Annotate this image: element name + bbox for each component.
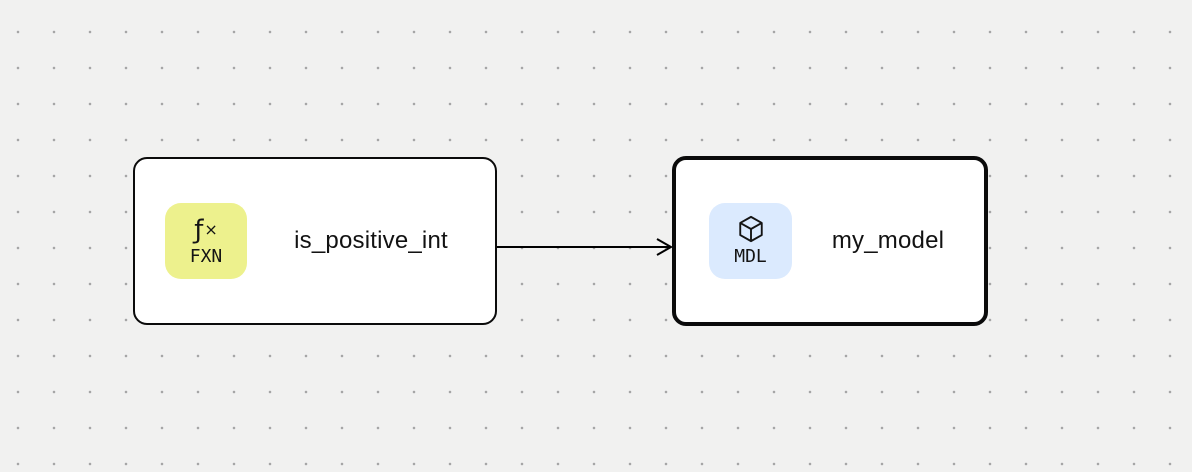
node-label: my_model [831,227,945,254]
function-badge: ƒ× FXN [165,203,247,279]
node-label: is_positive_int [294,227,448,254]
model-badge: MDL [709,203,792,279]
cube-icon [738,215,763,243]
function-fx-icon: ƒ× [194,215,218,245]
fx-glyph-x: × [204,219,218,239]
node-my-model[interactable]: MDL my_model [672,156,988,326]
badge-tag-label: FXN [189,245,223,267]
node-is-positive-int[interactable]: ƒ× FXN is_positive_int [133,157,497,325]
edge-is-positive-int-to-my-model[interactable] [497,238,674,256]
edge-arrowhead [656,238,674,256]
fx-glyph-f: ƒ [194,214,204,245]
badge-tag-label: MDL [734,246,767,267]
